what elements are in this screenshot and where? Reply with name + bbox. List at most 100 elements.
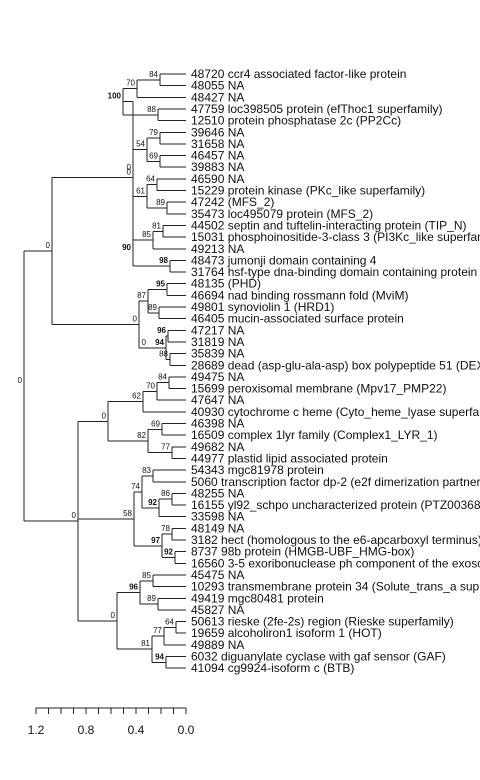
bootstrap-support-value: 98 [159, 256, 168, 265]
leaf-label: 47217 NA [191, 323, 244, 337]
bootstrap-support-value: 92 [164, 547, 173, 556]
bootstrap-support-value: 94 [155, 652, 164, 661]
bootstrap-support-value: 0 [133, 314, 138, 323]
leaf-label: 16509 complex 1lyr family (Complex1_LYR_… [191, 428, 438, 442]
leaf-label: 46398 NA [191, 417, 244, 431]
bootstrap-support-value: 81 [141, 639, 150, 648]
bootstrap-support-value: 96 [157, 326, 166, 335]
leaf-label: 49889 NA [191, 638, 244, 652]
leaf-label: 50613 rieske (2fe-2s) region (Rieske sup… [191, 615, 454, 629]
leaf-label: 3182 hect (homologous to the e6-apcarbox… [191, 533, 480, 547]
leaf-label: 48149 NA [191, 521, 244, 535]
leaf-label: 49475 NA [191, 370, 244, 384]
leaf-label: 16155 yl92_schpo uncharacterized protein… [191, 498, 480, 512]
bootstrap-support-value: 0 [127, 163, 132, 172]
leaf-label: 48720 ccr4 associated factor-like protei… [191, 67, 406, 81]
leaf-label: 48427 NA [191, 90, 244, 104]
bootstrap-support-value: 0 [72, 511, 77, 520]
bootstrap-support-value: 89 [156, 198, 165, 207]
bootstrap-support-value: 82 [137, 431, 146, 440]
bootstrap-support-value: 95 [156, 280, 165, 289]
bootstrap-support-value: 0 [142, 338, 147, 347]
leaf-label: 8737 98b protein (HMGB-UBF_HMG-box) [191, 545, 414, 559]
bootstrap-support-value: 88 [159, 349, 168, 358]
leaf-label: 49682 NA [191, 440, 244, 454]
leaf-label: 39646 NA [191, 125, 244, 139]
leaf-label: 6032 diguanylate cyclase with gaf sensor… [191, 650, 446, 664]
bootstrap-support-value: 79 [149, 128, 158, 137]
leaf-label: 31764 hsf-type dna-binding domain contai… [191, 265, 477, 279]
bootstrap-support-value: 0 [102, 411, 107, 420]
bootstrap-support-value: 90 [122, 243, 131, 252]
bootstrap-support-value: 0 [46, 241, 51, 250]
leaf-label: 28689 dead (asp-glu-ala-asp) box polypep… [191, 358, 480, 372]
leaf-label: 49419 mgc80481 protein [191, 591, 324, 605]
bootstrap-support-value: 84 [158, 373, 167, 382]
leaf-label: 46694 nad binding rossmann fold (MviM) [191, 288, 408, 302]
leaf-label: 48255 NA [191, 486, 244, 500]
leaf-label: 44502 septin and tuftelin-interacting pr… [191, 218, 467, 232]
leaf-label: 39883 NA [191, 160, 244, 174]
leaf-label: 15699 peroxisomal membrane (Mpv17_PMP22) [191, 382, 446, 396]
bootstrap-support-value: 77 [153, 626, 162, 635]
bootstrap-support-value: 64 [146, 175, 155, 184]
bootstrap-support-value: 54 [136, 140, 145, 149]
bootstrap-support-value: 84 [149, 70, 158, 79]
bootstrap-support-value: 96 [129, 582, 138, 591]
bootstrap-support-value: 62 [132, 392, 141, 401]
leaf-label: 54343 mgc81978 protein [191, 463, 324, 477]
scale-axis-tick-label: 0.0 [178, 723, 195, 737]
leaf-label: 48473 jumonji domain containing 4 [191, 253, 377, 267]
leaf-label: 12510 protein phosphatase 2c (PP2Cc) [191, 114, 401, 128]
bootstrap-support-value: 92 [148, 498, 157, 507]
bootstrap-support-value: 77 [161, 443, 170, 452]
leaf-label: 35839 NA [191, 347, 244, 361]
scale-axis-tick-label: 0.8 [78, 723, 95, 737]
leaf-label: 10293 transmembrane protein 34 (Solute_t… [191, 580, 480, 594]
bootstrap-support-value: 0 [111, 611, 116, 620]
bootstrap-support-value: 64 [165, 617, 174, 626]
leaf-label: 45475 NA [191, 568, 244, 582]
bootstrap-support-value: 69 [149, 151, 158, 160]
scale-axis-tick-label: 0.4 [128, 723, 145, 737]
bootstrap-support-value: 78 [161, 524, 170, 533]
leaf-label: 40930 cytochrome c heme (Cyto_heme_lyase… [191, 405, 480, 419]
bootstrap-support-value: 81 [152, 221, 161, 230]
leaf-label: 35473 loc495079 protein (MFS_2) [191, 207, 373, 221]
bootstrap-support-value: 61 [136, 186, 145, 195]
leaf-label: 49801 synoviolin 1 (HRD1) [191, 300, 334, 314]
bootstrap-support-value: 70 [146, 381, 155, 390]
leaf-label: 31658 NA [191, 137, 244, 151]
leaf-label: 16560 3-5 exoribonuclease ph component o… [191, 556, 480, 570]
bootstrap-support-value: 0 [18, 376, 23, 385]
bootstrap-support-value: 0 [127, 167, 132, 176]
bootstrap-support-value: 85 [142, 230, 151, 239]
leaf-label: 47242 (MFS_2) [191, 195, 274, 209]
leaf-label: 41094 cg9924-isoform c (BTB) [191, 661, 354, 675]
bootstrap-support-value: 89 [148, 303, 157, 312]
bootstrap-support-value: 70 [126, 79, 135, 88]
bootstrap-support-value: 100 [108, 92, 122, 101]
bootstrap-support-value: 83 [142, 466, 151, 475]
leaf-label: 5060 transcription factor dp-2 (e2f dime… [191, 475, 480, 489]
leaf-label: 49213 NA [191, 242, 244, 256]
leaf-label: 33598 NA [191, 510, 244, 524]
bootstrap-support-value: 97 [151, 536, 160, 545]
leaf-label: 15031 phosphoinositide-3-class 3 (PI3Kc_… [191, 230, 480, 244]
leaf-label: 15229 protein kinase (PKc_like superfami… [191, 184, 425, 198]
leaf-label: 46590 NA [191, 172, 244, 186]
bootstrap-support-value: 86 [161, 489, 170, 498]
leaf-label: 19659 alcoholiron1 isoform 1 (HOT) [191, 626, 382, 640]
leaf-label: 48135 (PHD) [191, 277, 261, 291]
bootstrap-support-value: 87 [137, 291, 146, 300]
leaf-label: 46457 NA [191, 149, 244, 163]
bootstrap-support-value: 58 [123, 509, 132, 518]
bootstrap-support-value: 89 [147, 594, 156, 603]
leaf-label: 31819 NA [191, 335, 244, 349]
bootstrap-support-value: 85 [142, 571, 151, 580]
leaf-label: 44977 plastid lipid associated protein [191, 451, 388, 465]
leaf-label: 45827 NA [191, 603, 244, 617]
bootstrap-support-value: 88 [147, 105, 156, 114]
scale-axis-tick-label: 1.2 [28, 723, 45, 737]
